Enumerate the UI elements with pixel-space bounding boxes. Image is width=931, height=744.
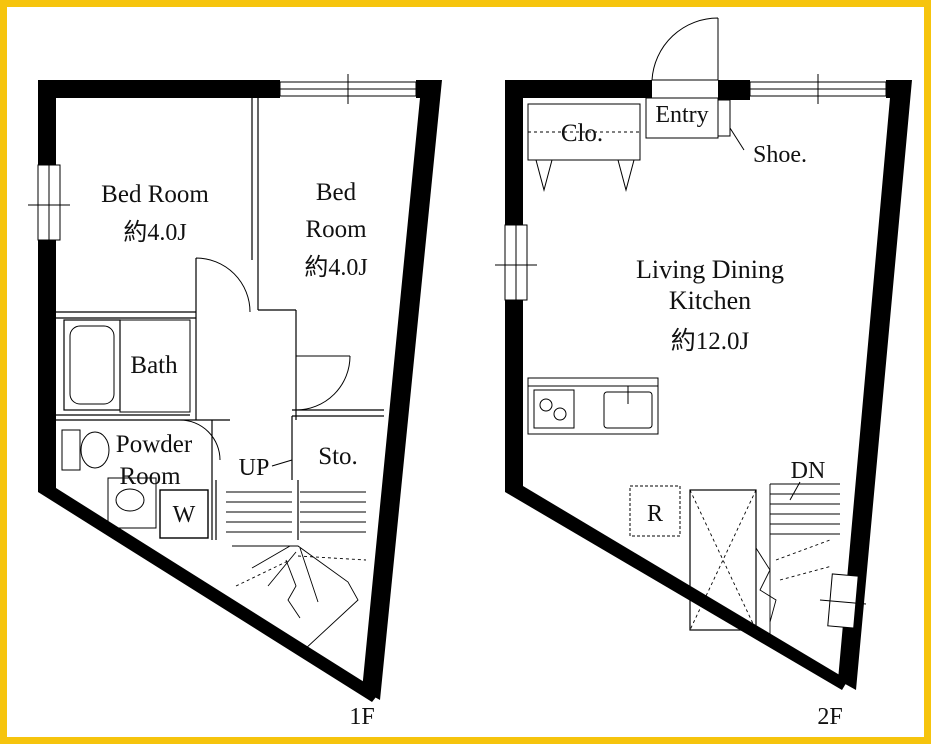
- entry-area: [645, 97, 745, 151]
- floor1-stairs: [226, 491, 367, 651]
- down-arrow: [789, 481, 801, 501]
- floor1-top-window: [279, 74, 417, 104]
- washer-space: [159, 489, 209, 539]
- entry-door: [651, 17, 719, 81]
- floor2-right-wall: [838, 80, 912, 690]
- floor1-doors: [179, 257, 351, 461]
- floor2-stairwell: [689, 483, 840, 640]
- bedroom-left-label: Bed Room: [101, 181, 209, 208]
- entry-label: Entry: [655, 102, 708, 128]
- up-arrow: [271, 459, 293, 467]
- floor1-right-wall: [362, 80, 442, 700]
- shoe-label: Shoe.: [753, 142, 807, 168]
- closet-label: Clo.: [561, 120, 603, 147]
- floor2-top-window: [749, 74, 887, 104]
- kitchen-counter: [527, 377, 659, 435]
- ldk-size: 約12.0J: [671, 327, 750, 355]
- floor2-label: 2F: [817, 704, 842, 730]
- refrigerator-space: [629, 485, 681, 537]
- floor2-left-window: [495, 224, 537, 301]
- floor1-plan: Bed Room 約4.0J Bed Room 約4.0J Bath Powde…: [28, 74, 442, 730]
- floor2-right-window: [819, 573, 867, 629]
- floor2-plan: Clo. Entry Shoe. Living Dining Kitchen 約…: [495, 17, 912, 730]
- floor1-left-window: [28, 164, 70, 241]
- floor1-interior-walls: [56, 98, 384, 540]
- floor2-left-wall: [505, 300, 523, 492]
- floor1-outer-wall: [38, 80, 280, 165]
- closet: [527, 103, 641, 192]
- ldk-label-line1: Living Dining: [636, 255, 784, 284]
- powder-room-label-line1: Powder: [116, 431, 193, 458]
- floor1-label: 1F: [349, 704, 374, 730]
- washer-label: W: [173, 502, 196, 528]
- toilet-icon: [61, 429, 110, 471]
- bedroom-right-size: 約4.0J: [304, 254, 367, 281]
- bath-label: Bath: [130, 352, 178, 379]
- ldk-label-line2: Kitchen: [669, 286, 751, 315]
- washbasin-icon: [107, 477, 157, 529]
- bedroom-right-label-line1: Bed: [316, 179, 357, 206]
- floor1-left-wall: [38, 240, 56, 492]
- bathtub-icon: [63, 319, 191, 413]
- stairs-down-label: DN: [791, 458, 826, 484]
- refrigerator-label: R: [647, 501, 663, 527]
- bedroom-left-size: 約4.0J: [123, 219, 186, 246]
- storage-label: Sto.: [318, 443, 358, 470]
- floor2-top-wall-segment: [718, 80, 750, 100]
- floor2-outer-wall: [505, 80, 652, 225]
- bedroom-right-label-line2: Room: [305, 216, 367, 243]
- stairs-up-label: UP: [239, 455, 270, 481]
- powder-room-label-line2: Room: [119, 463, 181, 490]
- floor1-diagonal-wall: [38, 480, 380, 702]
- floor2-diagonal-wall: [505, 480, 848, 690]
